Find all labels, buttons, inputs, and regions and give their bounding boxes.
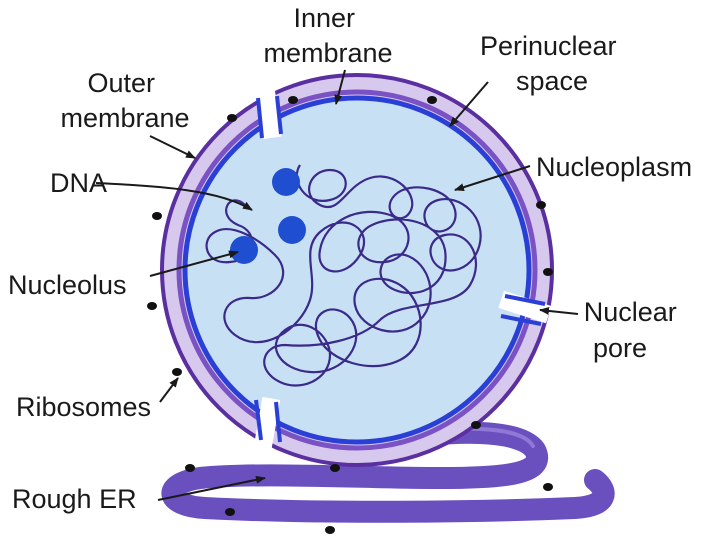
leader-perinuclear-space xyxy=(449,81,489,127)
leader-dna xyxy=(95,182,253,211)
nucleoplasm-area xyxy=(182,95,532,445)
leader-inner-membrane xyxy=(334,69,346,105)
ribosome xyxy=(471,421,481,429)
nuclear-envelope xyxy=(160,73,554,467)
label-dna: DNA xyxy=(50,168,107,198)
ribosome xyxy=(225,508,235,516)
label-rough-er: Rough ER xyxy=(12,484,137,514)
nucleoli xyxy=(230,168,306,264)
nuclear-pore-top xyxy=(256,86,283,140)
leader-outer-membrane xyxy=(149,135,196,159)
nuclear-pores xyxy=(253,86,552,450)
nucleolus-1 xyxy=(272,168,300,196)
ribosome xyxy=(172,368,182,376)
nucleolus-2 xyxy=(278,216,306,244)
leader-nuclear-pore xyxy=(539,306,579,315)
label-inner-membrane: Inner membrane xyxy=(263,3,392,68)
leader-nucleoplasm xyxy=(454,165,531,192)
ribosome xyxy=(147,302,157,310)
label-outer-membrane: Outer membrane xyxy=(60,68,189,133)
ribosome xyxy=(227,114,237,122)
leader-rough-er xyxy=(157,475,266,501)
ribosome xyxy=(543,483,553,491)
perinuclear-space-ring xyxy=(176,89,538,451)
ribosome xyxy=(536,201,546,209)
ribosome xyxy=(330,464,340,472)
dna-strand xyxy=(205,164,482,387)
ribosome xyxy=(427,96,437,104)
leader-nucleolus xyxy=(149,250,239,277)
nucleolus-3 xyxy=(230,236,258,264)
label-nuclear-pore: Nuclear pore xyxy=(584,297,685,363)
ribosome xyxy=(185,464,195,472)
ribosome xyxy=(288,96,298,104)
label-nucleoplasm: Nucleoplasm xyxy=(536,152,692,182)
ribosome xyxy=(543,268,553,276)
nuclear-pore-right xyxy=(498,290,552,326)
label-ribosomes: Ribosomes xyxy=(16,392,151,422)
label-nucleolus: Nucleolus xyxy=(8,270,127,300)
nuclear-pore-bottom xyxy=(253,396,282,450)
label-perinuclear-space: Perinuclear space xyxy=(480,31,624,96)
leader-ribosomes xyxy=(159,377,179,403)
ribosomes xyxy=(147,96,553,534)
leader-lines xyxy=(95,69,579,501)
ribosome xyxy=(152,212,162,220)
labels: Inner membrane Perinuclear space Outer m… xyxy=(8,3,692,514)
rough-er-tube xyxy=(161,421,615,523)
ribosome xyxy=(325,526,335,534)
